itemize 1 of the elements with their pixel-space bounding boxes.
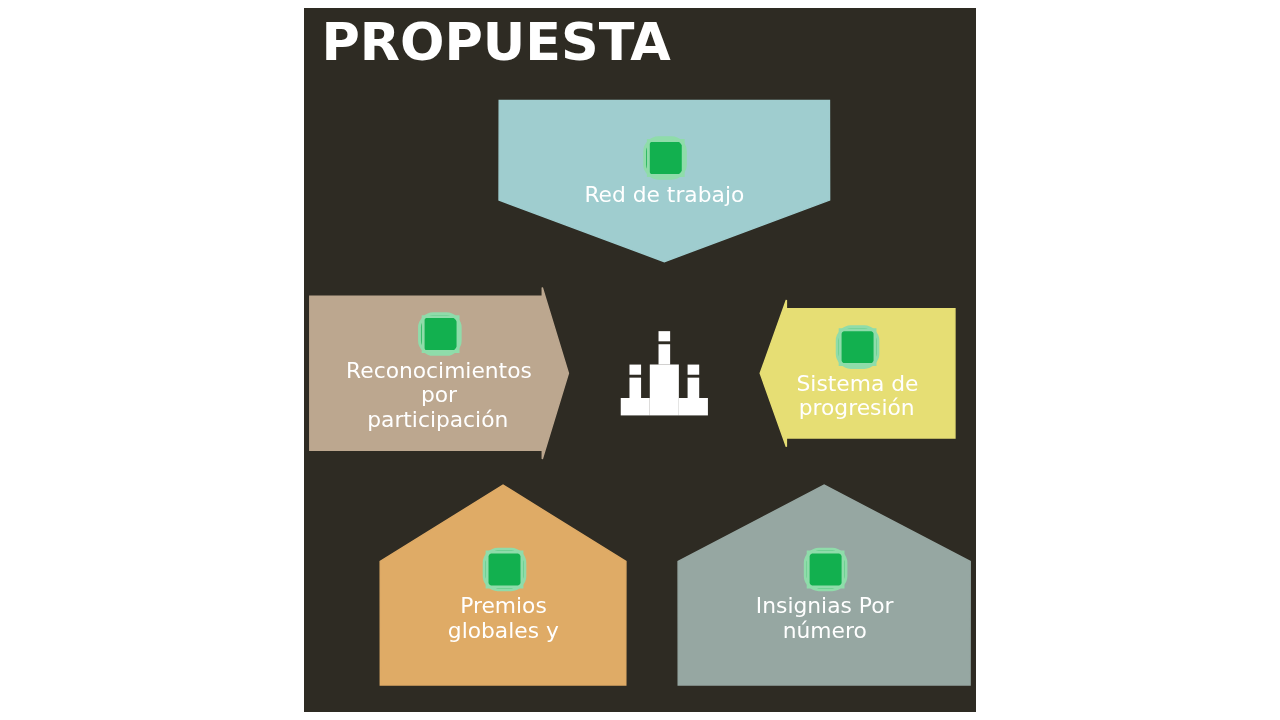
diagram-title: PROPUESTA [321, 11, 671, 73]
